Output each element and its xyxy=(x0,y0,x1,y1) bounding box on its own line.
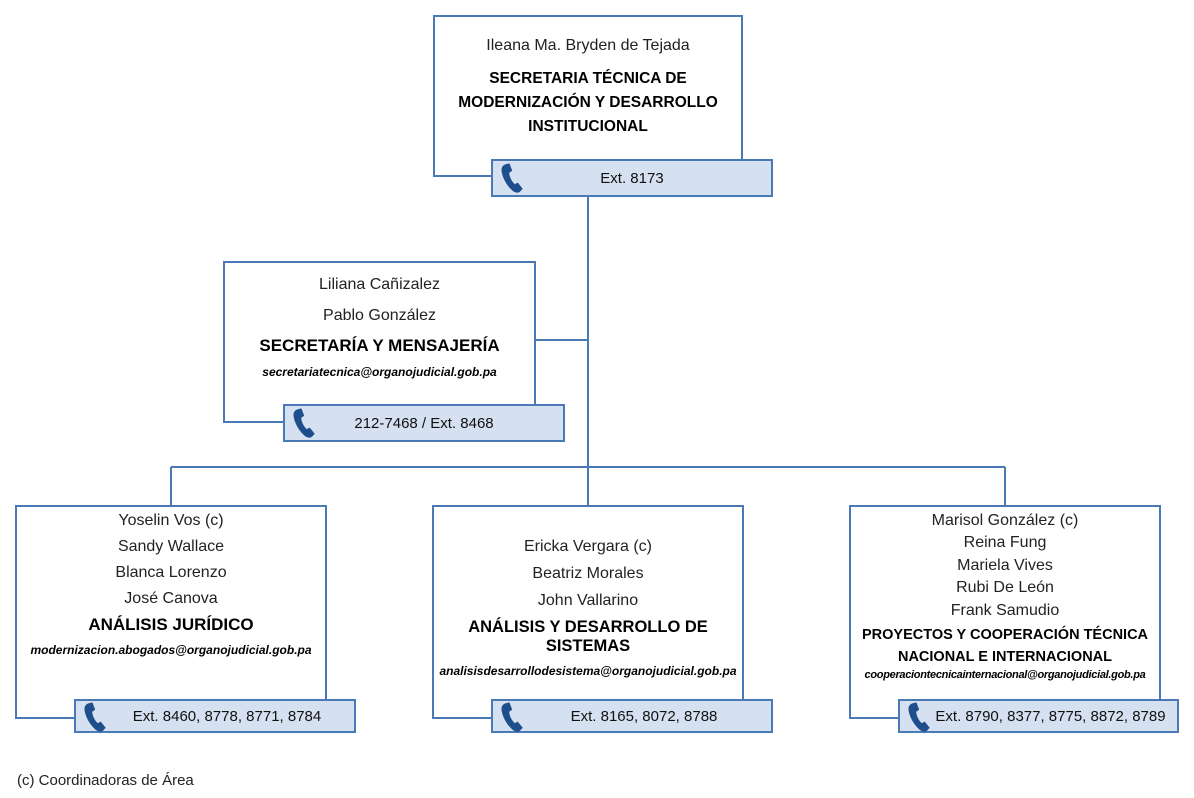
org-box-proyectos-cooperacion: Marisol González (c) Reina Fung Mariela … xyxy=(849,505,1161,719)
extension-number: Ext. 8173 xyxy=(600,169,664,187)
extension-bar-top: Ext. 8173 xyxy=(491,159,773,197)
org-box-secretaria-mensajeria: Liliana Cañizalez Pablo González SECRETA… xyxy=(223,261,536,423)
person-name: Yoselin Vos (c) xyxy=(118,512,224,529)
department-email: analisisdesarrollodesistema@organojudici… xyxy=(439,664,737,678)
phone-icon xyxy=(499,702,525,732)
department-title: SECRETARÍA Y MENSAJERÍA xyxy=(259,336,500,355)
extension-bar-sistemas: Ext. 8165, 8072, 8788 xyxy=(491,699,773,733)
department-title: SECRETARIA TÉCNICA DE MODERNIZACIÓN Y DE… xyxy=(458,70,718,135)
person-name: Ericka Vergara (c) xyxy=(523,538,653,555)
person-name: Reina Fung xyxy=(963,534,1047,551)
person-name: Liliana Cañizalez xyxy=(319,276,440,293)
phone-icon xyxy=(499,163,525,193)
department-email: secretariatecnica@organojudicial.gob.pa xyxy=(262,365,497,379)
person-name: John Vallarino xyxy=(537,592,639,609)
extension-number: Ext. 8790, 8377, 8775, 8872, 8789 xyxy=(935,707,1166,725)
person-name: Beatriz Morales xyxy=(532,565,644,582)
org-box-secretaria-tecnica: Ileana Ma. Bryden de Tejada SECRETARIA T… xyxy=(433,15,743,177)
person-name: Mariela Vives xyxy=(957,557,1053,574)
extension-number: Ext. 8460, 8778, 8771, 8784 xyxy=(132,707,322,725)
person-name: Blanca Lorenzo xyxy=(115,564,227,581)
extension-number: 212-7468 / Ext. 8468 xyxy=(354,414,494,432)
department-email: modernizacion.abogados@organojudicial.go… xyxy=(30,643,312,657)
extension-bar-proyectos: Ext. 8790, 8377, 8775, 8872, 8789 xyxy=(898,699,1179,733)
org-box-analisis-sistemas: Ericka Vergara (c) Beatriz Morales John … xyxy=(432,505,744,719)
person-name: Marisol González (c) xyxy=(931,512,1079,529)
person-name: José Canova xyxy=(124,590,218,607)
department-title: PROYECTOS Y COOPERACIÓN TÉCNICA NACIONAL… xyxy=(861,627,1149,665)
phone-icon xyxy=(82,702,108,732)
department-email: cooperaciontecnicainternacional@organoju… xyxy=(864,669,1146,681)
extension-number: Ext. 8165, 8072, 8788 xyxy=(570,707,718,725)
footnote-coordinadoras: (c) Coordinadoras de Área xyxy=(17,772,194,789)
person-name: Rubi De León xyxy=(956,579,1054,596)
person-name: Frank Samudio xyxy=(950,602,1060,619)
department-title: ANÁLISIS JURÍDICO xyxy=(88,615,254,634)
person-name: Ileana Ma. Bryden de Tejada xyxy=(486,37,690,54)
phone-icon xyxy=(291,408,317,438)
phone-icon xyxy=(906,702,932,732)
org-box-analisis-juridico: Yoselin Vos (c) Sandy Wallace Blanca Lor… xyxy=(15,505,327,719)
person-name: Pablo González xyxy=(323,307,436,324)
extension-bar-secretaria: 212-7468 / Ext. 8468 xyxy=(283,404,565,442)
person-name: Sandy Wallace xyxy=(117,538,225,555)
extension-bar-juridico: Ext. 8460, 8778, 8771, 8784 xyxy=(74,699,356,733)
department-title: ANÁLISIS Y DESARROLLO DE SISTEMAS xyxy=(468,618,708,655)
